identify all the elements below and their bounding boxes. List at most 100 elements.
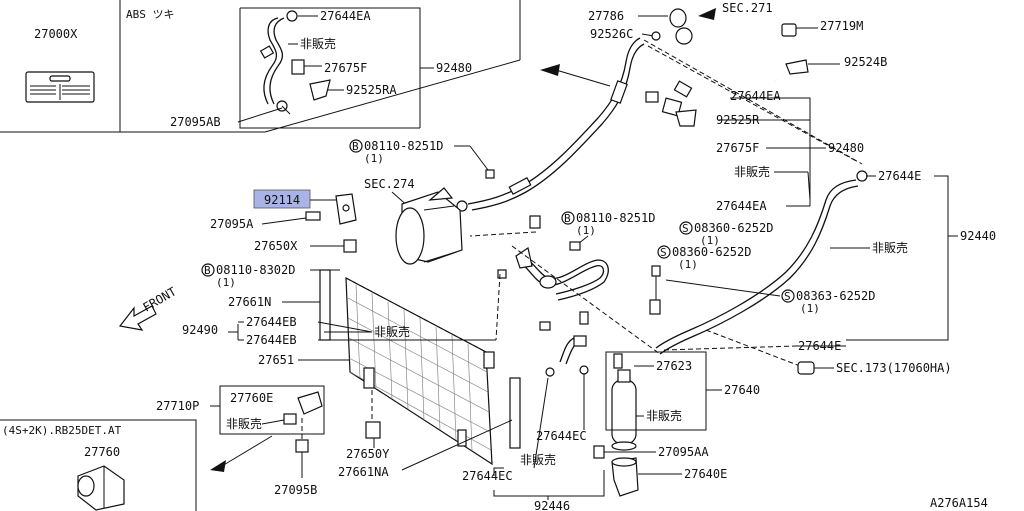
label-27760E: 27760E <box>230 391 273 405</box>
label-27644E-top: 27644E <box>878 169 921 183</box>
compressor <box>395 187 463 265</box>
label-plate-icon <box>25 71 95 103</box>
label-08360-6252D-a: 08360-6252D <box>694 221 773 235</box>
inset-pipe <box>259 10 331 115</box>
pipe-92440 <box>655 170 868 355</box>
qty-08110-8251D-b: (1) <box>576 224 596 237</box>
label-92480: 92480 <box>828 141 864 155</box>
marker-B-a: B <box>352 140 359 153</box>
label-27095A: 27095A <box>210 217 254 231</box>
label-92524B: 92524B <box>844 55 887 69</box>
label-27644EB-b: 27644EB <box>246 333 297 347</box>
label-27644EA-top: 27644EA <box>320 9 371 23</box>
marker-B-b: B <box>564 212 571 225</box>
bolt-08360-6252D-a: S <box>679 221 693 235</box>
front-arrow <box>118 305 157 331</box>
label-27644EC-b: 27644EC <box>462 469 513 483</box>
label-08110-8302D: 08110-8302D <box>216 263 295 277</box>
label-not-sold-2: 非販売 <box>734 164 770 179</box>
label-92525R: 92525R <box>716 113 760 127</box>
label-27710P: 27710P <box>156 399 199 413</box>
label-08360-6252D-b: 08360-6252D <box>672 245 751 259</box>
marker-B-c: B <box>204 264 211 277</box>
inset-abs-code: 27000X <box>34 27 78 41</box>
label-not-sold-1: 非販売 <box>300 36 336 51</box>
label-92526C: 92526C <box>590 27 633 41</box>
label-27623: 27623 <box>656 359 692 373</box>
inset-bottom-code: 27760 <box>84 445 120 459</box>
fittings-27644EA <box>645 80 697 127</box>
label-27640E: 27640E <box>684 467 727 481</box>
receiver-drier-27640 <box>611 369 637 451</box>
label-08110-8251D-b: 08110-8251D <box>576 211 655 225</box>
label-27661N: 27661N <box>228 295 271 309</box>
label-not-sold-3: 非販売 <box>872 240 908 255</box>
label-27644EA-mid: 27644EA <box>730 89 781 103</box>
bolt-08110-8251D-a: B <box>349 139 363 153</box>
bolt-08363-6252D: S <box>781 289 795 303</box>
qty-08360-6252D-a: (1) <box>700 234 720 247</box>
reference-code: A276A154 <box>930 496 988 510</box>
label-27640: 27640 <box>724 383 760 397</box>
qty-08110-8302D: (1) <box>216 276 236 289</box>
bolt-08110-8251D-b: B <box>561 211 575 225</box>
marker-S-b: S <box>660 246 667 259</box>
inset-bracket-92480 <box>239 7 434 129</box>
label-92525RA: 92525RA <box>346 83 397 97</box>
label-not-sold-4: 非販売 <box>374 324 410 339</box>
bracket-92114 <box>335 193 357 225</box>
label-sec274: SEC.274 <box>364 177 415 191</box>
label-27675F: 27675F <box>716 141 759 155</box>
condenser-27651 <box>345 276 495 466</box>
label-27644EA-low: 27644EA <box>716 199 767 213</box>
label-front: FRONT <box>141 284 179 314</box>
label-08110-8251D-a: 08110-8251D <box>364 139 443 153</box>
label-27095AA: 27095AA <box>658 445 709 459</box>
pipe-92446 <box>497 247 609 377</box>
label-27095AB: 27095AB <box>170 115 221 129</box>
side-seal-27661NA <box>509 377 521 449</box>
qty-08363-6252D: (1) <box>800 302 820 315</box>
side-seal-27661N <box>319 269 331 341</box>
label-92490: 92490 <box>182 323 218 337</box>
direction-arrow-sec271 <box>698 8 716 20</box>
highlight-92114 <box>253 189 311 209</box>
label-27786: 27786 <box>588 9 624 23</box>
label-27644EB-a: 27644EB <box>246 315 297 329</box>
inset-frame-top-left <box>0 0 521 133</box>
label-27650X: 27650X <box>254 239 298 253</box>
label-27095B: 27095B <box>274 483 317 497</box>
label-not-sold-5: 非販売 <box>646 408 682 423</box>
sensor-sec173 <box>797 361 815 375</box>
label-not-sold-6: 非販売 <box>226 416 262 431</box>
label-not-sold-7: 非販売 <box>520 452 556 467</box>
label-27661NA: 27661NA <box>338 465 389 479</box>
label-92480-inset: 92480 <box>436 61 472 75</box>
label-27644E-low: 27644E <box>798 339 841 353</box>
inset-bottom-title: (4S+2K).RB25DET.AT <box>2 424 122 437</box>
bolt-08360-6252D-b: S <box>657 245 671 259</box>
horn-relay-27760 <box>77 465 125 511</box>
marker-S-c: S <box>784 290 791 303</box>
qty-08360-6252D-b: (1) <box>678 258 698 271</box>
inset-abs-title: ABS ツキ <box>126 8 175 21</box>
clip-92524B <box>785 59 809 75</box>
label-sec271: SEC.271 <box>722 1 773 15</box>
bolt-08110-8302D: B <box>201 263 215 277</box>
label-27651: 27651 <box>258 353 294 367</box>
pipe-92480 <box>456 37 645 212</box>
inset-frame-bottom-left <box>0 419 197 511</box>
label-92440: 92440 <box>960 229 996 243</box>
label-sec173: SEC.173(17060HA) <box>836 361 952 375</box>
bracket-27640E <box>611 457 639 497</box>
marker-S-a: S <box>682 222 689 235</box>
label-27719M: 27719M <box>820 19 863 33</box>
label-27675F-inset: 27675F <box>324 61 367 75</box>
cap-parts-27786 <box>669 8 693 45</box>
label-92446: 92446 <box>534 499 570 511</box>
qty-08110-8251D-a: (1) <box>364 152 384 165</box>
hose-27719M <box>767 23 797 81</box>
label-27644EC-a: 27644EC <box>536 429 587 443</box>
label-27650Y: 27650Y <box>346 447 390 461</box>
